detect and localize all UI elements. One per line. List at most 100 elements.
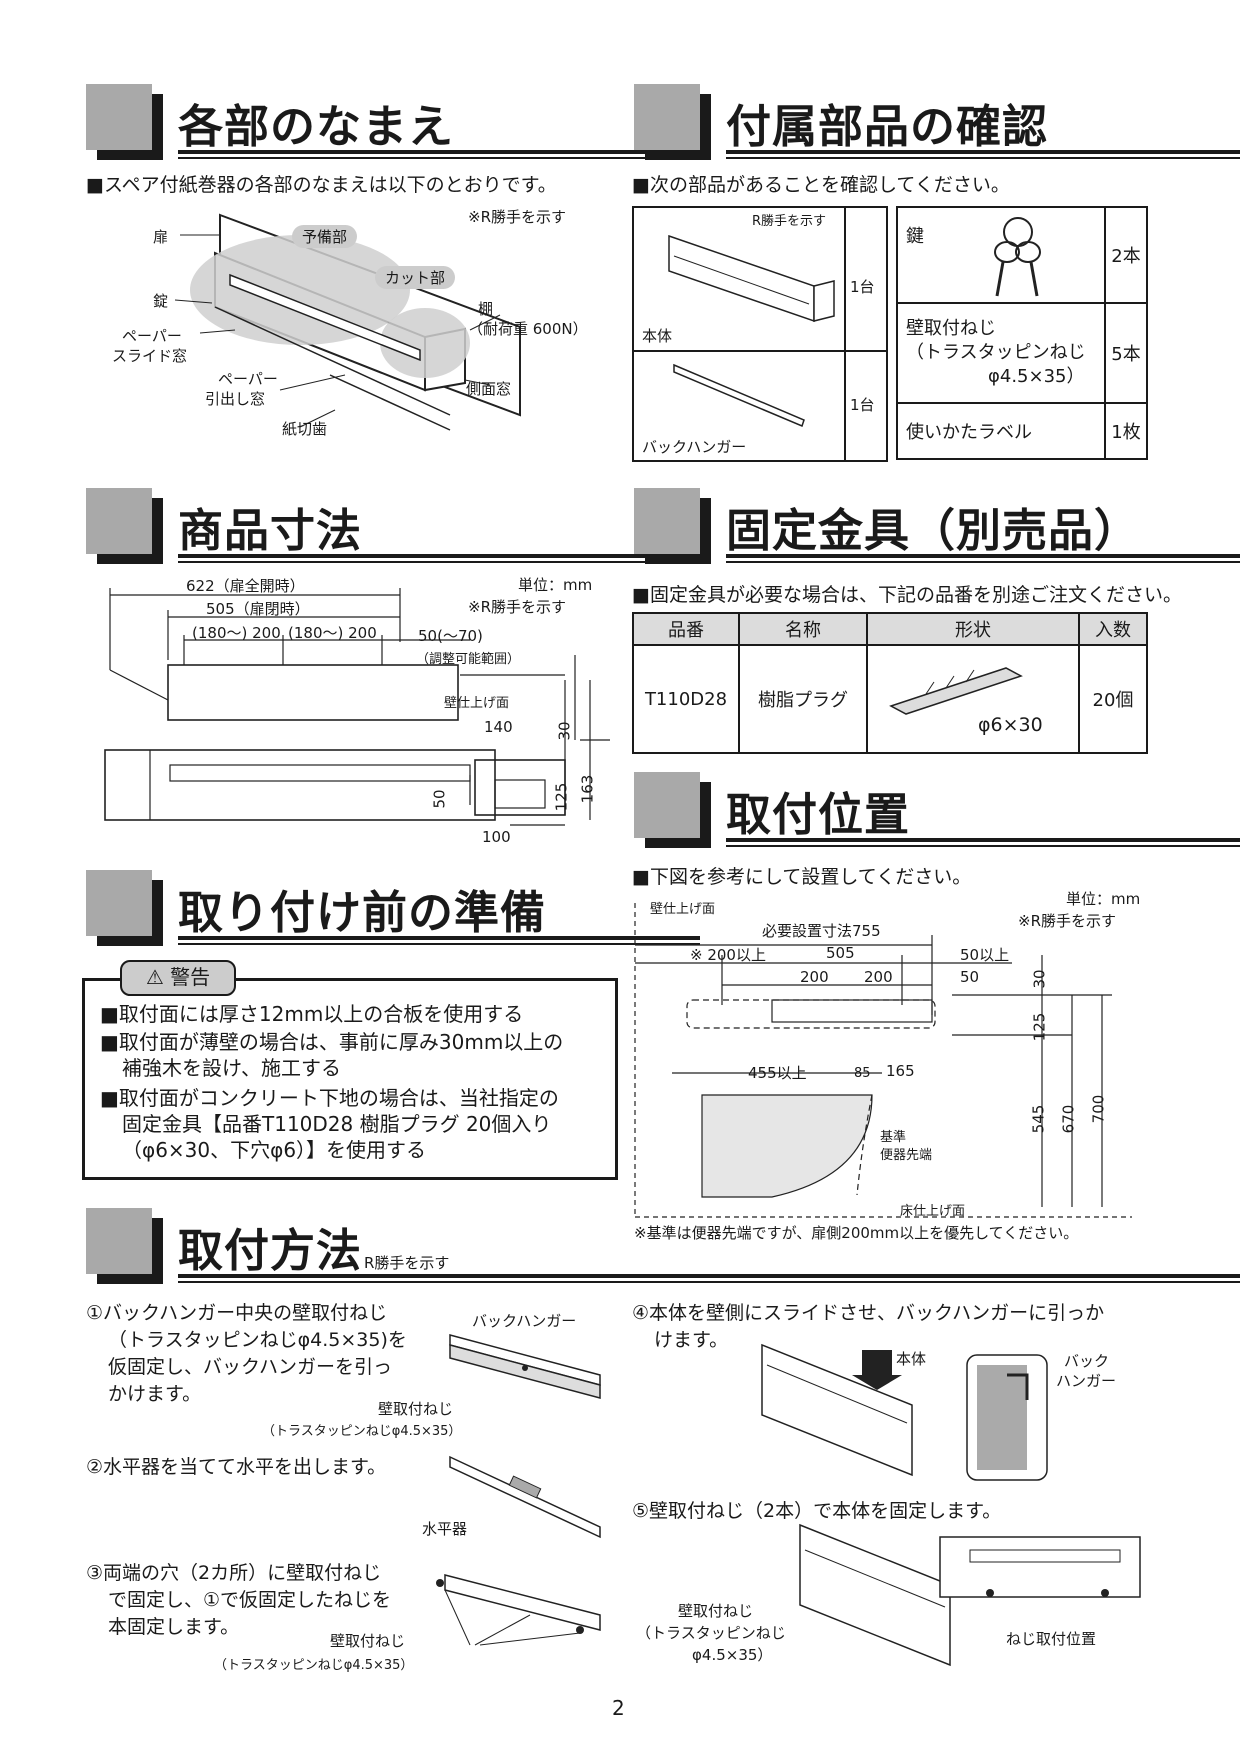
step4-hanger-label-1: バック <box>1064 1352 1110 1370</box>
position-intro: ■下図を参考にして設置してください。 <box>632 866 972 888</box>
warning-line: 固定金具【品番T110D28 樹脂プラグ 20個入り <box>122 1112 552 1136</box>
step4-diagram <box>761 1343 1048 1481</box>
step3-screw-spec: （トラスタッピンねじφ4.5×35） <box>214 1658 414 1673</box>
parts-diagram <box>174 213 521 431</box>
warning-icon: ⚠ <box>145 965 164 989</box>
pos-125: 125 <box>1030 1012 1049 1042</box>
fixture-header: 形状 <box>866 612 1080 646</box>
pos-200min: ※ 200以上 <box>690 946 766 964</box>
step2-text: ②水平器を当てて水平を出します。 <box>86 1456 387 1478</box>
warning-line: ■取付面には厚さ12mm以上の合板を使用する <box>100 1002 524 1026</box>
pos-base-2: 便器先端 <box>880 1148 933 1163</box>
pos-455: 455以上 <box>748 1064 807 1082</box>
pos-200b: 200 <box>864 968 893 986</box>
dim-622: 622（扉全開時） <box>186 577 305 595</box>
warning-line: ■取付面がコンクリート下地の場合は、当社指定の <box>100 1086 559 1110</box>
step2-diagram <box>449 1455 601 1539</box>
item-name-size: φ4.5×35） <box>988 366 1085 387</box>
section-title: 取付方法 <box>178 1224 363 1277</box>
cut-area-shape <box>380 308 470 378</box>
accessories-right-table: 鍵 2本 壁取付ねじ （トラスタッピンねじ φ4.5×35） 5本 使いかたラベ… <box>896 206 1148 460</box>
item-qty: 5本 <box>1104 302 1148 404</box>
pos-required: 必要設置寸法755 <box>762 922 881 940</box>
dim-163: 163 <box>578 774 597 804</box>
step5-screw-label-3: φ4.5×35） <box>692 1646 773 1664</box>
step3-diagram <box>436 1574 601 1646</box>
label-lock: 錠 <box>153 292 169 310</box>
step2-level-label: 水平器 <box>422 1520 468 1538</box>
dim-wall: 壁仕上げ面 <box>444 696 510 711</box>
dim-50v: 50 <box>430 789 449 809</box>
step1-text: ①バックハンガー中央の壁取付ねじ （トラスタッピンねじφ4.5×35)を 仮固定… <box>86 1302 407 1405</box>
step1-diagram <box>449 1334 601 1399</box>
dim-100: 100 <box>482 828 511 846</box>
accessories-left-note: R勝手を示す <box>752 214 827 229</box>
step5-screw-label-2: （トラスタッピンねじ <box>636 1624 786 1642</box>
label-spare: 予備部 <box>292 225 358 248</box>
label-cutter: 紙切歯 <box>282 420 328 438</box>
section-title: 固定金具（別売品） <box>726 504 1141 557</box>
fixture-table: 品番 名称 形状 入数 T110D28 樹脂プラグ φ6×30 20個 <box>632 612 1148 754</box>
position-diagram <box>634 903 1132 1218</box>
item-name: バックハンガー <box>642 438 747 456</box>
pos-545: 545 <box>1029 1104 1048 1134</box>
section-title: 取付位置 <box>726 788 911 841</box>
dim-30: 30 <box>555 721 574 741</box>
warning-line: 補強木を設け、施工する <box>122 1056 341 1080</box>
pos-670: 670 <box>1059 1104 1078 1134</box>
dim-505: 505（扉閉時） <box>206 600 310 618</box>
position-unit: 単位：mm <box>1066 890 1141 908</box>
step1-hanger-label: バックハンガー <box>472 1312 577 1330</box>
names-note: ※R勝手を示す <box>468 208 566 226</box>
fixture-header: 名称 <box>738 612 868 646</box>
warning-box <box>82 978 618 1180</box>
page-number: 2 <box>612 1696 625 1720</box>
dim-50: 50(〜70) <box>418 627 483 645</box>
fixture-header: 入数 <box>1078 612 1148 646</box>
step5-position-label: ねじ取付位置 <box>1006 1630 1097 1648</box>
step4-body-label: 本体 <box>896 1350 927 1368</box>
step4-text: ④本体を壁側にスライドさせ、バックハンガーに引っか けます。 <box>632 1302 1105 1351</box>
section-title: 各部のなまえ <box>178 100 455 153</box>
pos-floor: 床仕上げ面 <box>900 1204 966 1219</box>
pos-base-1: 基準 <box>880 1130 907 1145</box>
fixture-header: 品番 <box>632 612 740 646</box>
key-icon <box>994 217 1041 297</box>
warning-badge: ⚠ 警告 <box>120 960 236 996</box>
step5-diagram <box>799 1523 1141 1667</box>
pos-200a: 200 <box>800 968 829 986</box>
dimensions-note: ※R勝手を示す <box>468 598 566 616</box>
fixture-shape: φ6×30 <box>978 714 1043 736</box>
warning-line: ■取付面が薄壁の場合は、事前に厚み30mm以上の <box>100 1030 564 1054</box>
dim-125: 125 <box>552 782 571 812</box>
pos-wall: 壁仕上げ面 <box>650 902 716 917</box>
item-qty: 1枚 <box>1104 402 1148 460</box>
label-pull-window-1: ペーパー <box>218 370 278 388</box>
step3-text: ③両端の穴（2カ所）に壁取付ねじ で固定し、①で仮固定したねじを 本固定します。 <box>86 1562 392 1638</box>
label-door: 扉 <box>153 228 169 246</box>
spare-area-shape <box>190 235 410 345</box>
resin-plug-icon <box>889 667 1023 715</box>
step4-hanger-label-2: ハンガー <box>1056 1372 1117 1390</box>
pos-50min: 50以上 <box>960 946 1010 964</box>
step1-screw-spec: （トラスタッピンねじφ4.5×35） <box>262 1424 462 1439</box>
fixture-intro: ■固定金具が必要な場合は、下記の品番を別途ご注文ください。 <box>632 584 1182 606</box>
names-intro: ■スペア付紙巻器の各部のなまえは以下のとおりです。 <box>86 174 557 196</box>
item-name: 鍵 <box>906 226 924 247</box>
position-footnote: ※基準は便器先端ですが、扉側200mm以上を優先してください。 <box>634 1224 1079 1242</box>
body-illustration <box>668 234 835 323</box>
accessories-intro: ■次の部品があることを確認してください。 <box>632 174 1010 196</box>
pos-30: 30 <box>1030 969 1049 989</box>
fixture-code: T110D28 <box>632 644 740 754</box>
dim-200a: (180〜) 200 <box>192 624 281 642</box>
dimensions-unit: 単位：mm <box>518 576 593 594</box>
step5-text: ⑤壁取付ねじ（2本）で本体を固定します。 <box>632 1500 1002 1522</box>
warning-label: 警告 <box>170 965 211 989</box>
back-hanger-illustration <box>673 363 805 428</box>
accessories-left-table: R勝手を示す 本体 1台 バックハンガー 1台 <box>632 206 888 462</box>
label-shelf-load: （耐荷重 600N） <box>468 320 588 338</box>
label-shelf: 棚 <box>478 300 494 318</box>
dim-200b: (180〜) 200 <box>288 624 377 642</box>
label-slide-window-1: ペーパー <box>122 327 182 345</box>
section-title: 取り付け前の準備 <box>178 886 547 939</box>
